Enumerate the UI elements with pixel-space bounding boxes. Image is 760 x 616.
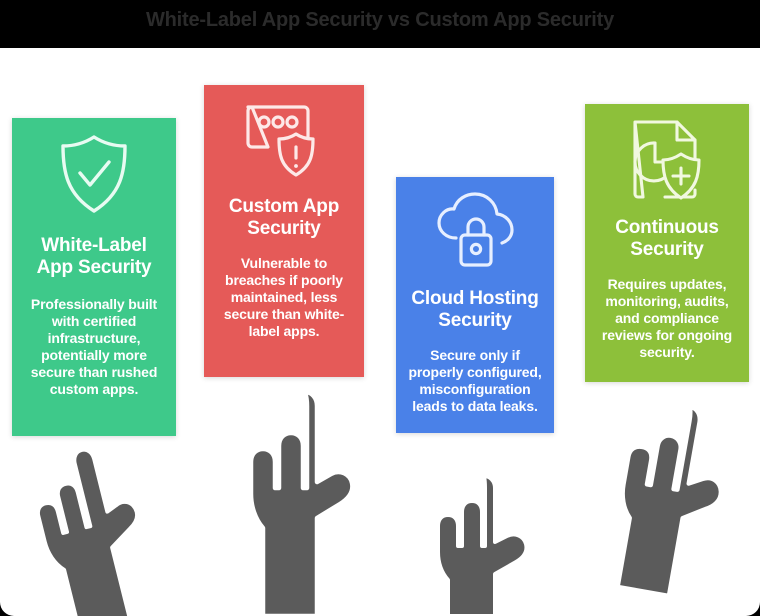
card-title-line: White-Label [41,235,147,256]
card-title: Continuous Security [595,217,739,262]
card-white-label-app-security[interactable]: White-Label App Security Professionally … [12,118,176,436]
card-body: Secure only if properly configured, misc… [408,346,542,415]
card-title-line: App Security [36,257,152,279]
card-body: Professionally built with certified infr… [30,295,158,398]
card-title-line: Continuous [615,217,719,238]
card-title-line: Security [247,218,321,240]
page-title: White-Label App Security vs Custom App S… [145,9,615,31]
card-title-line: Security [630,239,704,261]
browser-shield-alert-icon [214,99,354,184]
card-title: Cloud Hosting Security [406,288,544,333]
card-body: Vulnerable to breaches if poorly maintai… [223,254,345,340]
card-title-line: Custom App [228,196,340,217]
card-title: White-Label App Security [22,235,166,280]
card-body: Requires updates, monitoring, audits, an… [601,275,733,361]
shield-check-icon [22,132,166,221]
document-clock-shield-plus-icon [595,116,739,207]
card-title-line: Cloud Hosting [411,288,539,309]
card-custom-app-security[interactable]: Custom App Security Vulnerable to breach… [204,85,364,377]
card-title-line: Security [438,310,512,332]
card-title: Custom App Security [214,196,354,241]
card-continuous-security[interactable]: Continuous Security Requires updates, mo… [585,104,749,382]
cloud-lock-icon [406,191,544,276]
card-cloud-hosting-security[interactable]: Cloud Hosting Security Secure only if pr… [396,177,554,433]
